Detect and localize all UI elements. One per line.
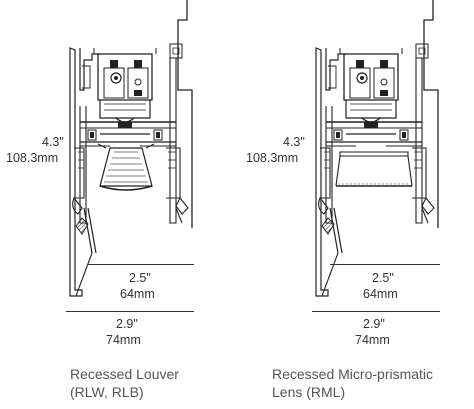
caption-line2: Lens (RML) bbox=[272, 384, 346, 400]
width1-inch-label: 2.5" bbox=[372, 271, 394, 285]
width2-mm-label: 74mm bbox=[355, 333, 390, 347]
width1-inch-label: 2.5" bbox=[129, 271, 151, 285]
caption-line1: Recessed Louver bbox=[70, 366, 179, 382]
louver-fixture-section bbox=[69, 0, 193, 297]
width2-mm-label: 74mm bbox=[106, 333, 141, 347]
width2-dimension-line bbox=[312, 311, 440, 312]
lens-fixture-section bbox=[315, 0, 439, 297]
height-inch-label: 4.3" bbox=[42, 135, 64, 149]
width1-dimension-line bbox=[88, 264, 194, 265]
width1-mm-label: 64mm bbox=[363, 287, 398, 301]
width2-inch-label: 2.9" bbox=[363, 317, 385, 331]
caption-line1: Recessed Micro-prismatic bbox=[272, 366, 434, 382]
width1-mm-label: 64mm bbox=[120, 287, 155, 301]
width2-dimension-line bbox=[66, 311, 194, 312]
width1-dimension-line bbox=[330, 264, 440, 265]
height-inch-label: 4.3" bbox=[283, 135, 305, 149]
height-mm-label: 108.3mm bbox=[6, 151, 59, 165]
caption-line2: (RLW, RLB) bbox=[70, 384, 144, 400]
width2-inch-label: 2.9" bbox=[116, 317, 138, 331]
height-mm-label: 108.3mm bbox=[246, 151, 299, 165]
